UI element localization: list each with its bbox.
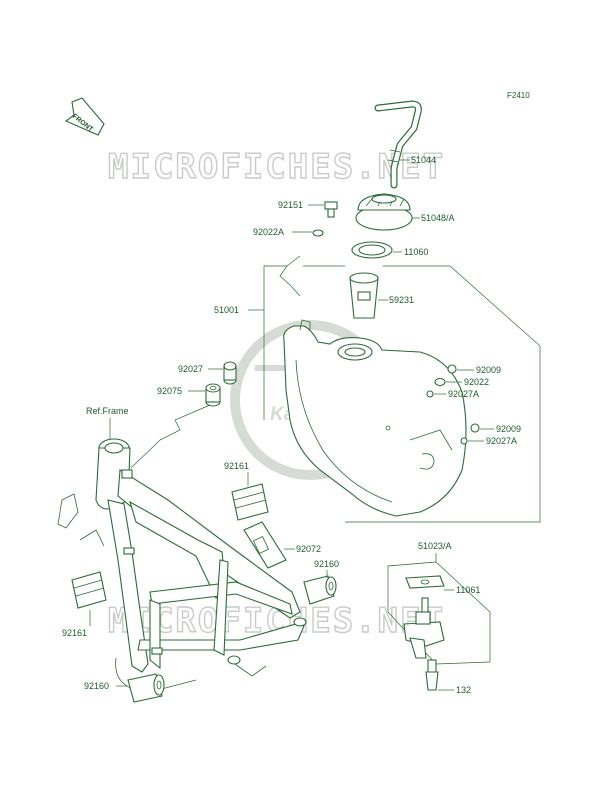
cap-92009-upper [447,364,457,374]
part-92161-upper: 92161 [224,461,249,471]
part-92151: 92151 [278,200,303,210]
part-92075: 92075 [157,386,182,396]
washer-92022A [312,229,324,237]
front-arrow-icon: FRONT [64,97,105,136]
rubber-92161-lower [71,571,107,609]
ref-frame-label: Ref.Frame [86,406,129,416]
watermark-top: MICROFICHES.NET [108,147,445,187]
collar-92160-upper [303,575,337,605]
fuel-cap [355,193,413,231]
part-92009-upper: 92009 [476,365,501,375]
figure-code: F2410 [507,91,530,100]
part-92160-upper: 92160 [314,559,339,569]
part-11060: 11060 [404,247,428,257]
part-51023A: 51023/A [418,541,452,551]
cap-92009-lower [470,423,480,433]
assembly-bracket [263,255,541,523]
filler-filter [349,272,379,319]
part-132: 132 [456,685,471,695]
motorcycle-frame [57,438,307,693]
strap-92072 [243,521,287,569]
damper-92027A-lower [460,437,468,445]
part-92022A: 92022A [253,227,284,237]
part-92009-lower: 92009 [496,424,521,434]
damper-92027A-upper [426,390,434,398]
gasket-11060 [351,241,393,259]
frame-pointer [130,404,211,469]
part-51044: 51044 [411,155,436,165]
part-51048A: 51048/A [421,213,455,223]
part-92161-lower: 92161 [62,628,87,638]
part-92160-lower: 92160 [84,681,109,691]
part-92072: 92072 [296,544,321,554]
part-92022: 92022 [464,377,489,387]
collar-92160-lower [127,673,165,703]
breather-hose [374,100,422,189]
damper-92027 [223,361,237,385]
part-11061: 11061 [456,585,480,595]
fuel-tank [283,319,467,517]
part-92027: 92027 [178,364,203,374]
washer-92022 [434,377,446,387]
bolt-92151 [324,201,338,218]
rubber-92161-upper [231,483,269,521]
part-92027A-upper: 92027A [448,389,479,399]
part-51001: 51001 [214,305,239,315]
part-92027A-lower: 92027A [486,436,517,446]
damper-92075 [205,383,221,407]
fuel-tap [403,575,445,691]
part-59231: 59231 [389,295,414,305]
